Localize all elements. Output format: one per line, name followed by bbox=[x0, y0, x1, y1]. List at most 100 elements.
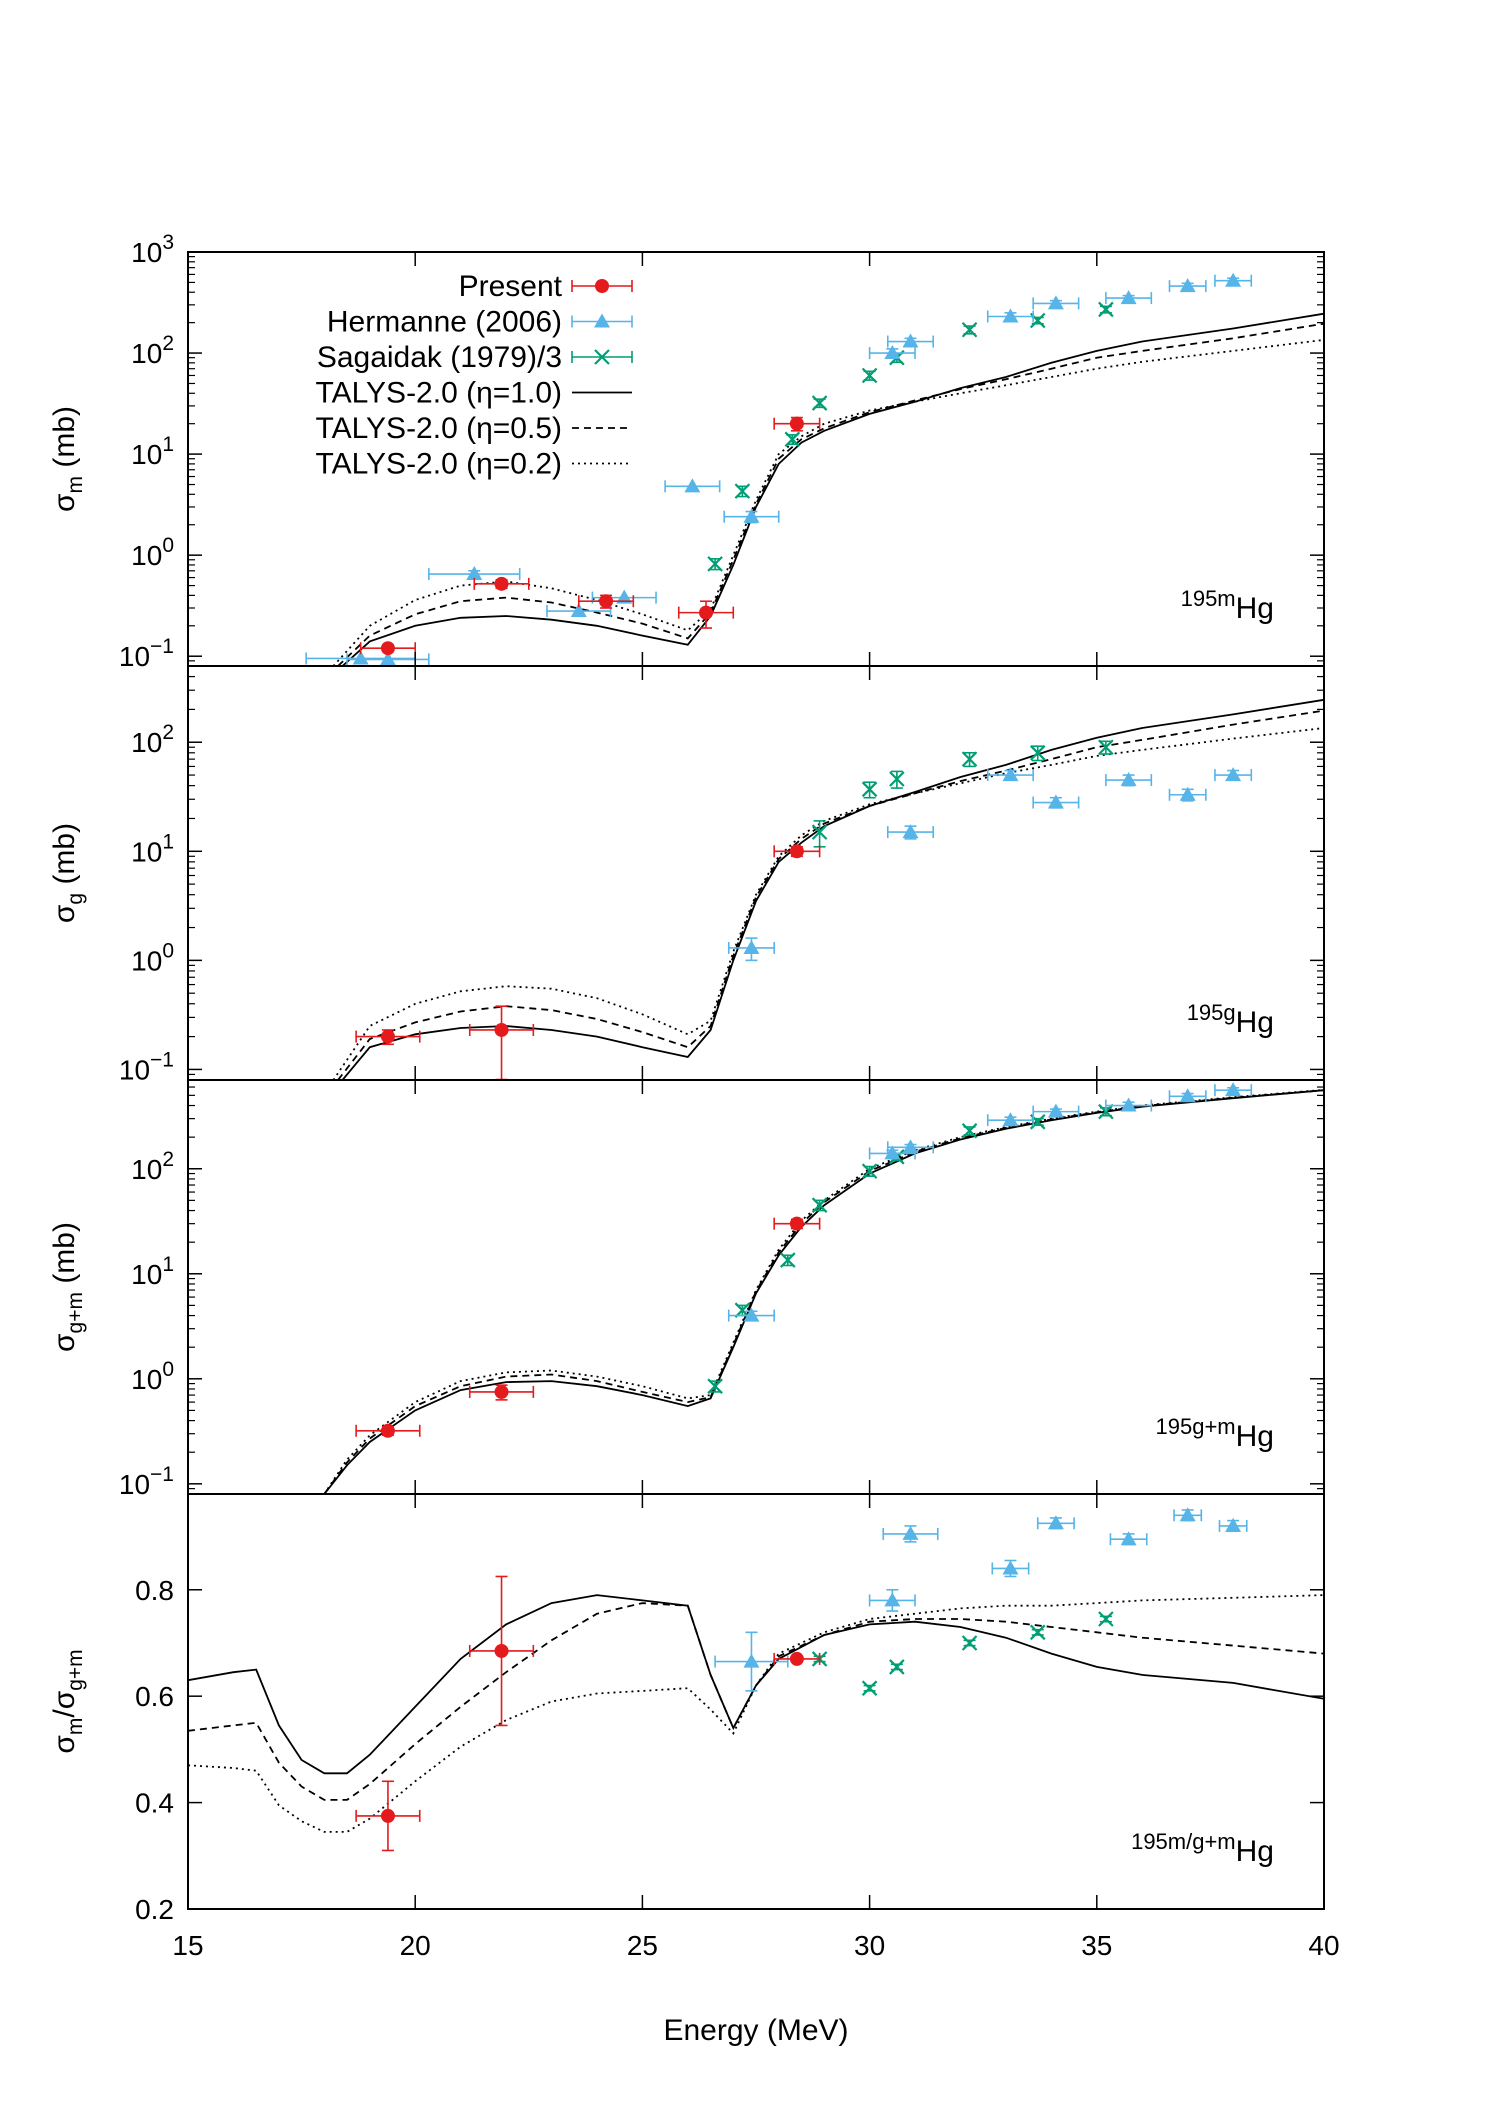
panel-ratio-y-axis-label: σm/σg+m bbox=[48, 1649, 87, 1753]
panel-gm-ytick-label-1: 101 bbox=[131, 1253, 174, 1290]
x-tick-label-1: 20 bbox=[400, 1930, 431, 1961]
panel-ratio-frame bbox=[187, 1493, 1325, 1910]
panel-ratio-nuclide-symbol: Hg bbox=[1236, 1835, 1274, 1868]
panel-m-sagaidak-point-0 bbox=[707, 556, 723, 572]
panel-g-y-label-unit: (mb) bbox=[48, 823, 81, 893]
panel-gm-hermanne-point-4 bbox=[1047, 1103, 1064, 1118]
panel-gm-hermanne-point-1 bbox=[884, 1145, 901, 1160]
panel-gm-hermanne-point-3 bbox=[1002, 1112, 1019, 1127]
panel-m-ytick-label-1: 102 bbox=[131, 332, 174, 369]
legend-marker-sagaidak bbox=[594, 349, 610, 365]
panel-ratio-present-point-1 bbox=[494, 1643, 509, 1658]
panel-m-talys10-curve bbox=[341, 312, 1324, 666]
legend-label-talys05: TALYS-2.0 (η=0.5) bbox=[315, 412, 562, 445]
panel-m-sagaidak-point-2 bbox=[784, 431, 801, 448]
panel-gm-present-point-2 bbox=[789, 1216, 804, 1231]
panel-ratio-sagaidak-point-4 bbox=[1029, 1624, 1046, 1641]
panel-ratio-sagaidak-point-1 bbox=[861, 1680, 878, 1696]
panel-m-y-axis-label: σm (mb) bbox=[48, 406, 87, 512]
panel-m-present-point-3 bbox=[699, 605, 714, 620]
panel-gm-y-label-unit: (mb) bbox=[48, 1222, 81, 1292]
panel-ratio-sagaidak-point-3 bbox=[961, 1635, 978, 1651]
panel-g-talys05-curve bbox=[337, 709, 1324, 1080]
panel-m-nuclide-label: 195mHg bbox=[1181, 586, 1274, 625]
panel-m-ytick-base-1: 10 bbox=[131, 338, 162, 369]
panel-gm-hermanne-point-7 bbox=[1225, 1082, 1242, 1097]
panel-gm-present-point-1 bbox=[494, 1384, 509, 1399]
panel-m-hermanne-point-5 bbox=[684, 478, 701, 493]
panel-g-ytick-exp-2: 0 bbox=[162, 939, 174, 962]
panel-g-ytick-label-3: 10−1 bbox=[119, 1048, 174, 1085]
panel-m-ytick-exp-2: 1 bbox=[162, 433, 174, 456]
panel-gm-ytick-label-0: 102 bbox=[131, 1148, 174, 1185]
panel-g-present-point-0 bbox=[380, 1029, 395, 1044]
panel-ratio-y-label-sub: m bbox=[64, 1718, 87, 1736]
panel-g-plot-area bbox=[332, 698, 1324, 1080]
panel-gm-hermanne-point-5 bbox=[1120, 1097, 1137, 1112]
panel-gm-sagaidak-point-0 bbox=[707, 1378, 723, 1394]
panel-ratio-hermanne-point-3 bbox=[1002, 1560, 1019, 1575]
panel-g-hermanne-point-5 bbox=[1179, 786, 1196, 801]
panel-gm-hermanne-point-0 bbox=[743, 1307, 760, 1322]
panel-m-hermanne-point-12 bbox=[1179, 278, 1196, 293]
panel-g-hermanne-point-3 bbox=[1047, 794, 1064, 809]
panel-g-y-label-sub: g bbox=[64, 893, 87, 905]
panel-ratio-talys02-curve bbox=[188, 1594, 1324, 1833]
panel-ratio-hermanne-point-0 bbox=[743, 1653, 760, 1668]
x-tick-label-3: 30 bbox=[854, 1930, 885, 1961]
panel-g-ytick-label-2: 100 bbox=[131, 939, 174, 976]
panel-ratio-present-point-0 bbox=[380, 1808, 395, 1823]
panel-g-ytick-base-1: 10 bbox=[131, 836, 162, 867]
panel-m-present-point-2 bbox=[599, 594, 614, 609]
panel-ratio-sagaidak-point-2 bbox=[889, 1659, 905, 1675]
panel-m-sagaidak-point-1 bbox=[734, 483, 751, 499]
panel-g-ytick-label-1: 101 bbox=[131, 830, 174, 867]
panel-ratio-nuclide-label: 195m/g+mHg bbox=[1131, 1829, 1274, 1868]
legend-label-present: Present bbox=[459, 270, 563, 303]
legend-label-hermanne: Hermanne (2006) bbox=[327, 306, 562, 339]
panel-m-hermanne-point-4 bbox=[616, 589, 633, 604]
legend-label-sagaidak: Sagaidak (1979)/3 bbox=[317, 341, 562, 374]
panel-m-ytick-exp-1: 2 bbox=[162, 332, 174, 355]
panel-g-hermanne-point-4 bbox=[1120, 772, 1137, 787]
panel-m-sagaidak-point-6 bbox=[961, 321, 978, 338]
legend-marker-hermanne bbox=[594, 313, 610, 328]
panel-ratio-ytick-label-0: 0.2 bbox=[135, 1894, 174, 1925]
panel-g-sagaidak-point-2 bbox=[889, 771, 905, 787]
panel-g-y-axis-label: σg (mb) bbox=[48, 823, 87, 923]
panel-g-nuclide-symbol: Hg bbox=[1236, 1006, 1274, 1039]
panel-m-present-point-4 bbox=[789, 416, 804, 431]
panel-gm-ytick-exp-0: 2 bbox=[162, 1148, 174, 1171]
panel-g-ytick-base-0: 10 bbox=[131, 727, 162, 758]
panel-gm-plot-area bbox=[323, 1082, 1324, 1494]
panel-gm-sagaidak-point-3 bbox=[811, 1197, 828, 1213]
panel-m-ytick-label-0: 103 bbox=[131, 231, 174, 268]
panel-ratio-plot-area bbox=[188, 1507, 1324, 1852]
panel-ratio-ytick-label-2: 0.6 bbox=[135, 1681, 174, 1712]
panel-ratio-y-label-unit: /σ bbox=[48, 1690, 81, 1717]
panel-g-hermanne-point-6 bbox=[1225, 767, 1242, 782]
panel-g-ytick-exp-0: 2 bbox=[162, 721, 174, 744]
panel-ratio-present-point-2 bbox=[789, 1651, 804, 1666]
panel-ratio-sagaidak-point-5 bbox=[1098, 1611, 1114, 1627]
legend-marker-present bbox=[595, 279, 609, 293]
panel-m-sagaidak-point-3 bbox=[811, 395, 828, 411]
panel-gm-ytick-label-3: 10−1 bbox=[119, 1463, 174, 1500]
panel-m-hermanne-point-13 bbox=[1225, 272, 1242, 287]
panel-g-nuclide-label: 195gHg bbox=[1187, 1000, 1274, 1039]
panel-m-hermanne-point-7 bbox=[884, 345, 901, 360]
panel-gm-ytick-base-3: 10 bbox=[119, 1469, 150, 1500]
x-tick-label-0: 15 bbox=[172, 1930, 203, 1961]
panel-ratio-ytick-label-3: 0.8 bbox=[135, 1575, 174, 1606]
panel-gm-y-label-sub: g+m bbox=[64, 1292, 87, 1333]
panel-ratio-ytick-label-1: 0.4 bbox=[135, 1788, 174, 1819]
panel-m-ytick-base-3: 10 bbox=[131, 540, 162, 571]
panel-m-ytick-exp-0: 3 bbox=[162, 231, 174, 254]
panel-gm-sagaidak-point-8 bbox=[1098, 1103, 1114, 1120]
panel-gm-hermanne-point-6 bbox=[1179, 1088, 1196, 1103]
panel-m-ytick-base-4: 10 bbox=[119, 641, 150, 672]
panel-g-nuclide-mass: 195g bbox=[1187, 1000, 1236, 1025]
panel-m-hermanne-point-10 bbox=[1047, 295, 1064, 310]
